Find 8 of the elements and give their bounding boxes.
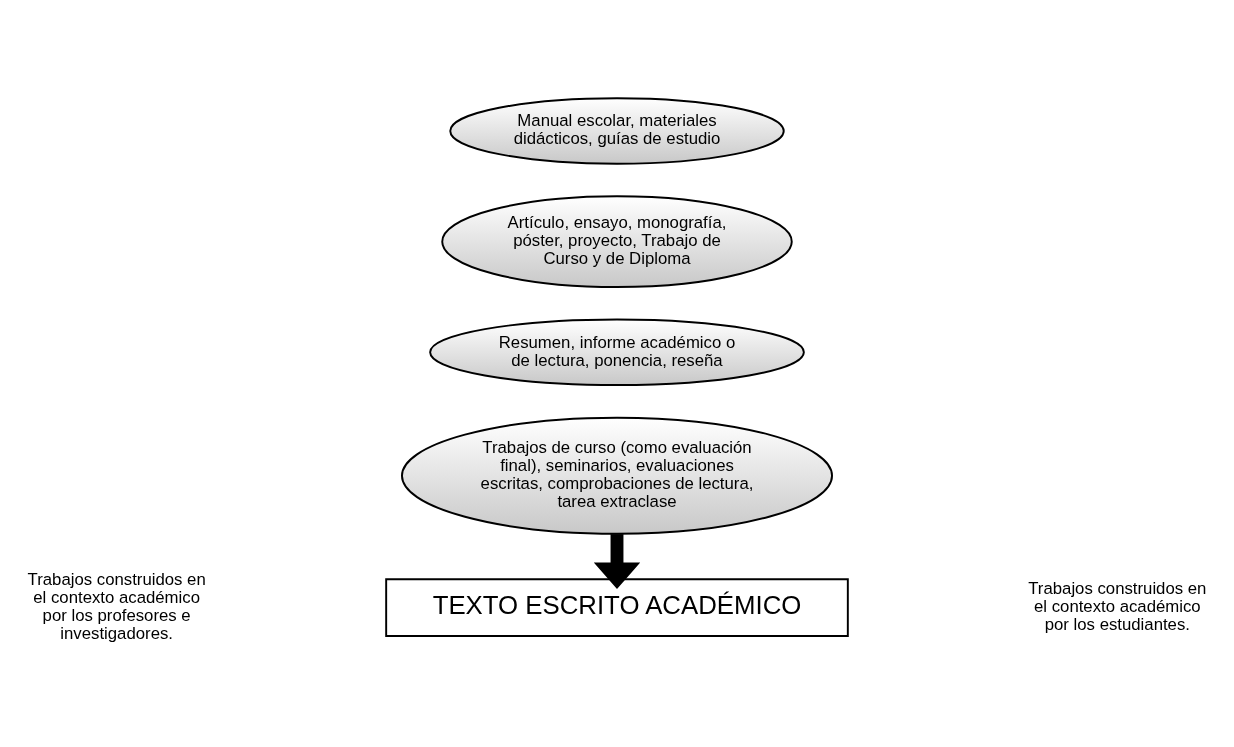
node-ellipse: Resumen, informe académico o de lectura, ponencia, reseña <box>429 318 805 386</box>
label: Trabajos construidos en el contexto académico por los profesores e investigadores. <box>27 569 206 644</box>
node-ellipse: Manual escolar, materiales didácticos, guías de estudio <box>449 97 785 165</box>
node-ellipse: Artículo, ensayo, monografía, póster, proyecto, Trabajo de Curso y de Diploma <box>441 195 793 288</box>
arrow <box>593 534 641 589</box>
node-box: TEXTO ESCRITO ACADÉMICO <box>385 578 849 637</box>
node-ellipse: Trabajos de curso (como evaluación final), seminarios, evaluaciones escritas, comprobaciones de lectura, tarea extraclase <box>401 416 833 535</box>
label: Trabajos construidos en el contexto académico por los estudiantes. <box>1028 578 1207 635</box>
